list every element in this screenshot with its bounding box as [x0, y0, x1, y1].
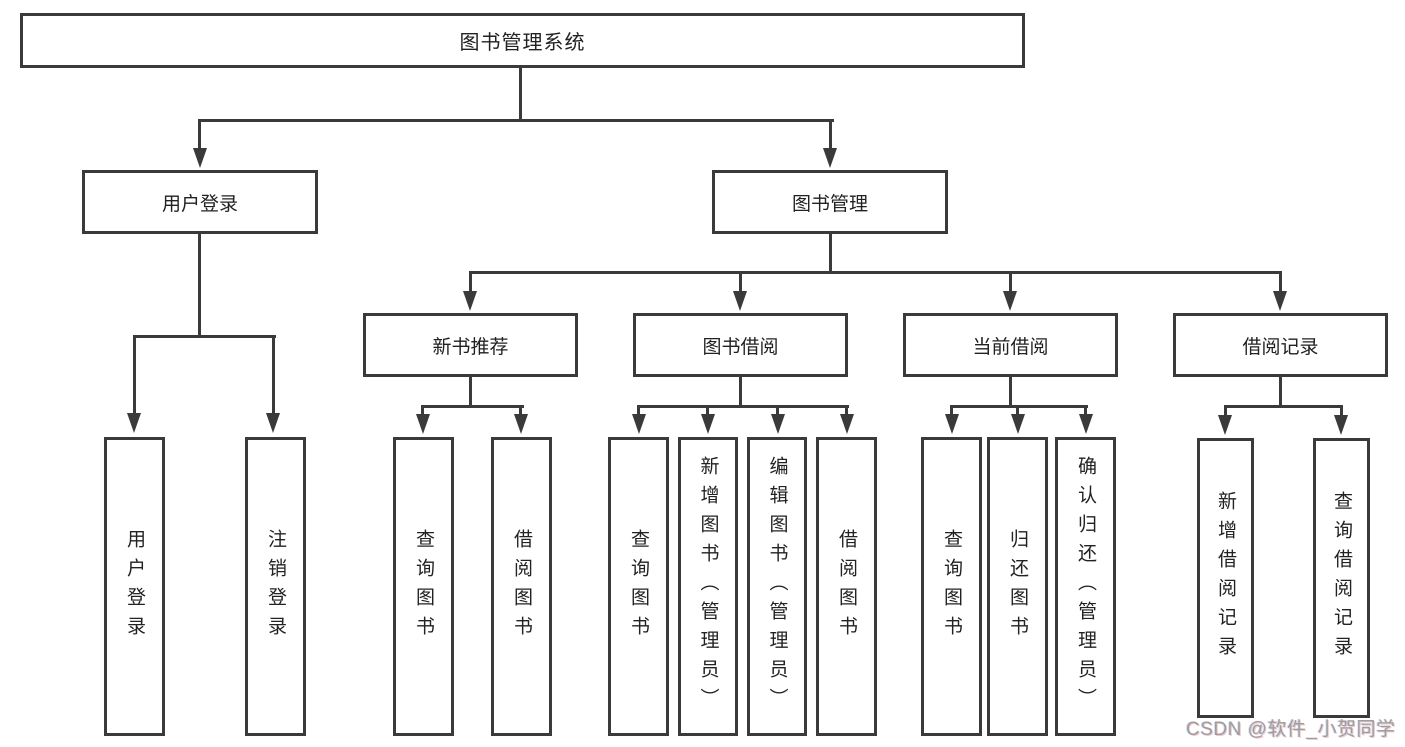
- node-book-management: 图书管理: [712, 170, 948, 234]
- leaf-add-borrow-record: 新增借阅记录: [1197, 438, 1254, 718]
- arrowhead-book-borrow: [733, 291, 747, 311]
- leaf-add-book-admin: 新增图书（管理员）: [678, 437, 738, 736]
- connector-drop-current-borrow: [1009, 272, 1012, 292]
- leaf-logout: 注销登录: [245, 437, 306, 736]
- arrowhead-leaf: [771, 414, 785, 434]
- connector-root-stem: [519, 67, 522, 120]
- leaf-query-borrow-record: 查询借阅记录: [1313, 438, 1370, 718]
- connector-drop: [706, 406, 709, 416]
- node-label: 借阅记录: [1242, 336, 1319, 358]
- leaf-edit-book-admin: 编辑图书（管理员）: [747, 437, 807, 736]
- node-user-login: 用户登录: [82, 170, 318, 234]
- connector-drop: [519, 406, 522, 416]
- connector-drop-leaf-logout: [272, 336, 275, 414]
- connector-drop-leaf-login: [133, 336, 136, 414]
- leaf-label: 编辑图书（管理员）: [766, 456, 788, 717]
- arrowhead-leaf: [1079, 414, 1093, 434]
- connector-drop-new-book: [469, 272, 472, 292]
- connector-level2-bus: [469, 271, 1282, 274]
- leaf-label: 查询图书: [628, 528, 649, 645]
- arrowhead-leaf: [632, 414, 646, 434]
- node-root-label: 图书管理系统: [459, 32, 586, 54]
- leaf-label: 查询图书: [941, 528, 962, 645]
- csdn-watermark: CSDN @软件_小贺同学: [1186, 719, 1396, 740]
- arrowhead-leaf: [701, 414, 715, 434]
- arrowhead-leaf: [840, 414, 854, 434]
- leaf-borrow-books-recommend: 借阅图书: [491, 437, 552, 736]
- leaf-label: 查询图书: [413, 528, 434, 645]
- node-current-borrow: 当前借阅: [903, 313, 1118, 377]
- leaf-label: 借阅图书: [836, 528, 857, 645]
- connector-drop: [950, 406, 953, 416]
- leaf-label: 注销登录: [265, 528, 286, 645]
- arrowhead-leaf-login: [127, 413, 141, 433]
- connector-drop-book-borrow: [739, 272, 742, 292]
- connector-drop: [637, 406, 640, 416]
- leaf-query-books-current: 查询图书: [921, 437, 982, 736]
- arrowhead-leaf: [416, 414, 430, 434]
- connector-current-borrow-bus: [950, 405, 1088, 408]
- leaf-label: 用户登录: [124, 528, 145, 645]
- connector-user-login-stem: [198, 234, 201, 337]
- connector-drop: [1084, 406, 1087, 416]
- leaf-label: 新增图书（管理员）: [697, 456, 719, 717]
- connector-drop: [1016, 406, 1019, 416]
- connector-drop: [1340, 406, 1343, 417]
- connector-drop-book-management: [829, 119, 832, 150]
- arrowhead-book-management: [823, 148, 837, 168]
- connector-new-book-stem: [469, 377, 472, 407]
- connector-book-borrow-bus: [637, 405, 849, 408]
- node-label: 图书借阅: [702, 336, 779, 358]
- connector-drop-borrow-record: [1279, 272, 1282, 292]
- leaf-query-books-borrow: 查询图书: [608, 437, 669, 736]
- connector-new-book-bus: [421, 405, 524, 408]
- connector-book-borrow-stem: [739, 377, 742, 407]
- arrowhead-leaf: [514, 414, 528, 434]
- leaf-label: 新增借阅记录: [1215, 491, 1236, 665]
- connector-drop: [845, 406, 848, 416]
- arrowhead-user-login: [193, 148, 207, 168]
- leaf-label: 借阅图书: [511, 528, 532, 645]
- node-label: 当前借阅: [972, 336, 1049, 358]
- leaf-label: 归还图书: [1007, 528, 1028, 645]
- connector-book-management-stem: [829, 234, 832, 273]
- connector-borrow-record-bus: [1224, 405, 1343, 408]
- arrowhead-leaf: [1011, 414, 1025, 434]
- node-root-system: 图书管理系统: [20, 13, 1025, 68]
- node-book-borrow: 图书借阅: [633, 313, 848, 377]
- connector-level1-bus: [198, 119, 834, 122]
- connector-drop: [1224, 406, 1227, 417]
- leaf-user-login: 用户登录: [104, 437, 165, 736]
- arrowhead-new-book: [463, 291, 477, 311]
- connector-user-login-bus: [133, 335, 276, 338]
- connector-borrow-record-stem: [1279, 377, 1282, 407]
- node-label: 图书管理: [791, 193, 868, 215]
- connector-drop: [776, 406, 779, 416]
- arrowhead-leaf: [1334, 415, 1348, 435]
- node-borrow-records: 借阅记录: [1173, 313, 1388, 377]
- connector-drop-user-login: [198, 119, 201, 150]
- arrowhead-borrow-record: [1273, 291, 1287, 311]
- arrowhead-leaf-logout: [266, 413, 280, 433]
- connector-drop: [421, 406, 424, 416]
- arrowhead-current-borrow: [1003, 291, 1017, 311]
- leaf-return-book: 归还图书: [987, 437, 1048, 736]
- node-label: 新书推荐: [432, 336, 509, 358]
- node-label: 用户登录: [161, 193, 238, 215]
- arrowhead-leaf: [945, 414, 959, 434]
- leaf-label: 确认归还（管理员）: [1075, 456, 1096, 717]
- leaf-query-books-recommend: 查询图书: [393, 437, 454, 736]
- node-new-book-recommend: 新书推荐: [363, 313, 578, 377]
- connector-current-borrow-stem: [1009, 377, 1012, 407]
- leaf-borrow-books: 借阅图书: [816, 437, 877, 736]
- arrowhead-leaf: [1218, 415, 1232, 435]
- leaf-confirm-return-admin: 确认归还（管理员）: [1055, 437, 1116, 736]
- leaf-label: 查询借阅记录: [1331, 491, 1352, 665]
